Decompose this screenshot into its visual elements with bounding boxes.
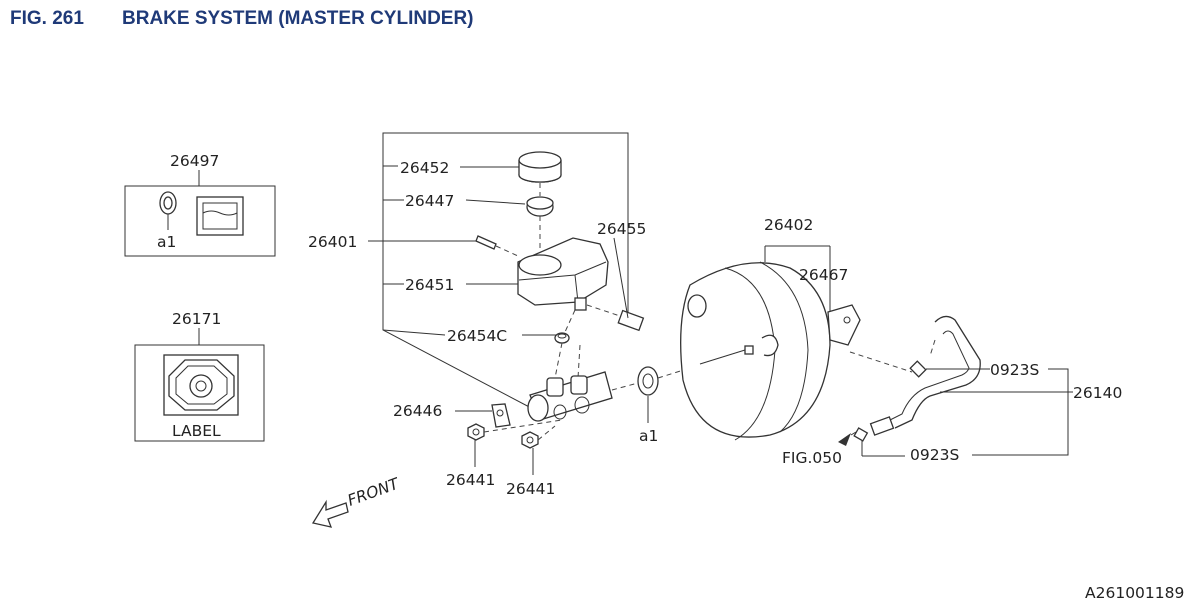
label-26441-right: 26441 <box>506 480 555 498</box>
level-sensor <box>617 309 645 332</box>
image-code: A261001189 <box>1085 584 1184 602</box>
reservoir-pin <box>475 235 497 250</box>
label-26452: 26452 <box>400 159 449 177</box>
nut-left <box>467 423 485 441</box>
label-26467: 26467 <box>799 266 848 284</box>
reservoir-cap <box>518 151 562 183</box>
label-26441-left: 26441 <box>446 471 495 489</box>
label-0923s-bottom: 0923S <box>910 446 959 464</box>
booster-seal <box>637 366 659 396</box>
reservoir-level-icon <box>196 196 244 236</box>
master-cylinder <box>527 371 613 422</box>
booster-rear-bracket <box>827 304 861 346</box>
figure-number: FIG. 261 <box>10 8 84 29</box>
brake-booster <box>680 261 831 441</box>
label-front: FRONT <box>345 474 402 510</box>
label-26454c: 26454C <box>447 327 507 345</box>
page-header: FIG. 261 BRAKE SYSTEM (MASTER CYLINDER) <box>10 4 474 34</box>
page-title: BRAKE SYSTEM (MASTER CYLINDER) <box>122 8 474 29</box>
detail-box-26497 <box>124 185 276 257</box>
label-plate-icon <box>163 354 239 416</box>
label-26447: 26447 <box>405 192 454 210</box>
seal-ring-icon <box>159 191 177 230</box>
reservoir-seal <box>526 196 554 217</box>
label-plate-text: LABEL <box>172 422 221 440</box>
label-fig050: FIG.050 <box>782 449 842 467</box>
label-0923s-top: 0923S <box>990 361 1039 379</box>
master-cylinder-bracket <box>382 132 629 411</box>
master-cylinder-gasket <box>491 403 511 428</box>
label-26451: 26451 <box>405 276 454 294</box>
detail-box-26171 <box>134 344 265 442</box>
hose-clip-bottom <box>853 427 869 442</box>
label-26497: 26497 <box>170 152 219 170</box>
label-26401: 26401 <box>308 233 357 251</box>
label-26171: 26171 <box>172 310 221 328</box>
brake-reservoir <box>517 237 609 311</box>
part-group-26497: 26497 a1 <box>124 152 276 257</box>
nut-right <box>521 431 539 449</box>
reservoir-grommet <box>554 332 570 344</box>
label-a1-seal: a1 <box>639 427 658 445</box>
label-26446: 26446 <box>393 402 442 420</box>
part-group-26171: 26171 LABEL <box>134 310 265 442</box>
label-26140: 26140 <box>1073 384 1122 402</box>
label-26402: 26402 <box>764 216 813 234</box>
label-26455: 26455 <box>597 220 646 238</box>
fig050-arrow <box>838 431 857 446</box>
front-arrow-icon <box>311 499 349 528</box>
label-a1-box: a1 <box>157 233 176 251</box>
vacuum-hose <box>869 315 981 436</box>
hose-clip-top <box>909 360 927 378</box>
